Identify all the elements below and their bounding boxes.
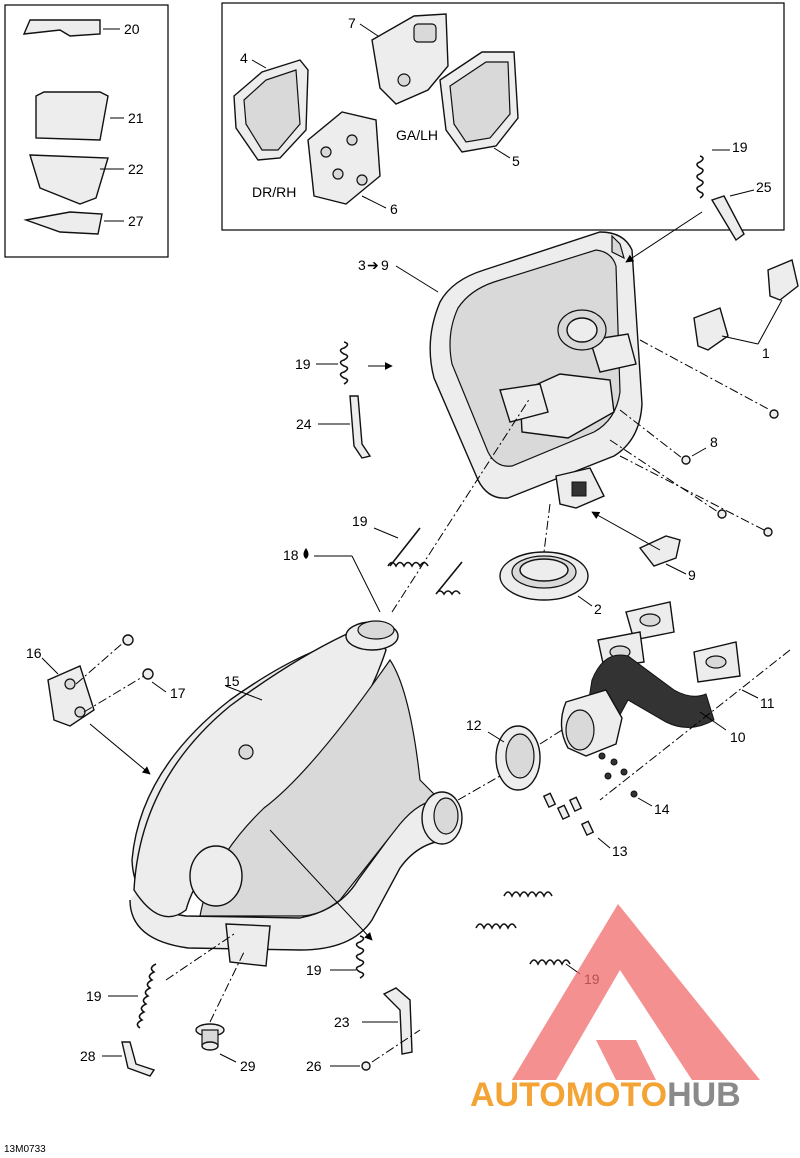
decal-20 [22, 19, 101, 37]
screw-8b [681, 455, 691, 465]
spring-19-center [387, 527, 429, 568]
gasket-2 [499, 551, 589, 601]
spring-19-lower-2 [475, 923, 517, 930]
callout-2: 2 [594, 601, 602, 617]
rubber-cover-1b [693, 307, 729, 351]
nut-17a [122, 634, 134, 646]
nuts-14 [598, 752, 638, 798]
callout-7: 7 [348, 15, 356, 31]
callout-18: 18 [283, 547, 299, 563]
decal-22 [29, 154, 109, 205]
callout-1: 1 [762, 345, 770, 361]
studs-13 [542, 792, 595, 837]
callout-5: 5 [512, 153, 520, 169]
heat-shield-6 [307, 111, 381, 205]
heat-shield-7 [371, 13, 449, 105]
callout-20: 20 [124, 21, 140, 37]
manifold-10 [560, 601, 741, 757]
callout-11: 11 [760, 695, 775, 711]
callout-29: 29 [240, 1058, 256, 1074]
spring-19-muffler-left [339, 341, 349, 385]
label-dr-rh: DR/RH [252, 184, 296, 200]
callout-6: 6 [390, 201, 398, 217]
callout-3: 3 [358, 257, 366, 273]
drawing-id: 13M0733 [4, 1144, 46, 1155]
seal-ring-12 [495, 725, 541, 791]
spring-19-lower-left [136, 963, 157, 1029]
screw-8d [763, 527, 773, 537]
callout-24: 24 [296, 416, 312, 432]
spring-19-lower-center [355, 935, 365, 979]
decal-27 [23, 211, 103, 235]
rubber-cover-9 [638, 535, 681, 567]
drop-icon [303, 548, 309, 559]
bracket-16 [47, 665, 95, 727]
callout-9: 9 [688, 567, 696, 583]
callout-28: 28 [80, 1048, 96, 1064]
callout-25: 25 [756, 179, 772, 195]
callout-12: 12 [466, 717, 482, 733]
spring-19-top [696, 155, 704, 199]
watermark-logo [512, 904, 760, 1080]
callout-8: 8 [710, 434, 718, 450]
callout-3-arrow: ➔ [367, 257, 379, 273]
spring-19-lower-3 [529, 959, 571, 966]
callout-19-lower-center: 19 [306, 962, 322, 978]
callout-13: 13 [612, 843, 628, 859]
spring-19-small [435, 561, 463, 596]
grommet-29 [195, 1023, 225, 1051]
muffler-3 [429, 231, 643, 509]
callout-14: 14 [654, 801, 670, 817]
spring-19-lower-1 [503, 891, 553, 898]
callout-21: 21 [128, 110, 144, 126]
callout-19-center: 19 [352, 513, 368, 529]
label-ga-lh: GA/LH [396, 127, 438, 143]
callout-23: 23 [334, 1014, 350, 1030]
nut-17b [142, 668, 154, 680]
rubber-cover-1a [767, 259, 799, 301]
callout-10: 10 [730, 729, 746, 745]
decal-21 [35, 91, 109, 141]
callout-26: 26 [306, 1058, 322, 1074]
callout-15: 15 [224, 673, 240, 689]
screw-8c [717, 509, 727, 519]
callout-4: 4 [240, 50, 248, 66]
heat-shield-detail-box [221, 2, 785, 231]
screw-8a [769, 409, 779, 419]
callout-16: 16 [26, 645, 42, 661]
callout-17: 17 [170, 685, 186, 701]
bracket-28 [121, 1041, 156, 1077]
callout-19-top: 19 [732, 139, 748, 155]
watermark-text: AUTOMOTOHUB [470, 1076, 741, 1114]
callout-19-muffler-left: 19 [295, 356, 311, 372]
screw-26 [361, 1061, 371, 1071]
callout-27: 27 [128, 213, 144, 229]
callout-22: 22 [128, 161, 144, 177]
tuned-pipe-15 [129, 620, 463, 967]
bracket-25 [710, 195, 745, 242]
bracket-24 [349, 395, 372, 459]
callout-19-lower-left: 19 [86, 988, 102, 1004]
callout-3-target: 9 [381, 257, 389, 273]
decal-detail-box [4, 4, 169, 258]
bracket-23 [382, 987, 413, 1055]
